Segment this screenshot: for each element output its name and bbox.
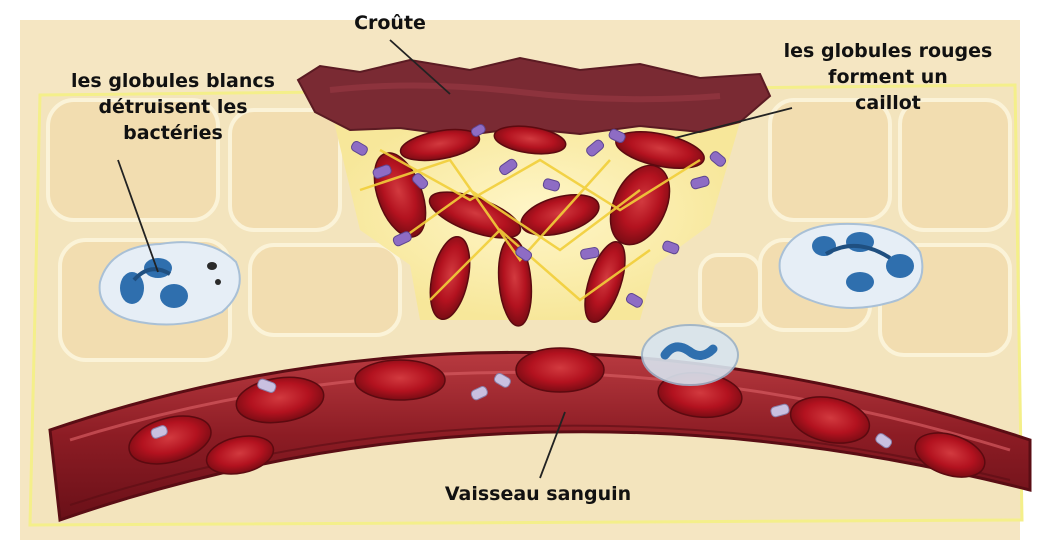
red-blood-cells-label-line-3: caillot bbox=[748, 90, 1028, 116]
red-blood-cells-label-line-1: les globules rouges bbox=[748, 38, 1028, 64]
right-white-blood-cell bbox=[780, 224, 923, 308]
red-blood-cells-label: les globules rouges forment un caillot bbox=[748, 38, 1028, 116]
white-blood-cells-label-line-3: bactéries bbox=[18, 120, 328, 146]
white-blood-cells-label-line-2: détruisent les bbox=[18, 94, 328, 120]
blood-vessel-label: Vaisseau sanguin bbox=[398, 481, 678, 507]
white-blood-cells-label-line-1: les globules blancs bbox=[18, 68, 328, 94]
red-blood-cells-label-line-2: forment un bbox=[748, 64, 1028, 90]
white-blood-cells-label: les globules blancs détruisent les bacté… bbox=[18, 68, 328, 146]
vessel-white-blood-cell bbox=[642, 325, 738, 385]
left-white-blood-cell bbox=[100, 242, 240, 324]
scab-label: Croûte bbox=[330, 10, 450, 36]
